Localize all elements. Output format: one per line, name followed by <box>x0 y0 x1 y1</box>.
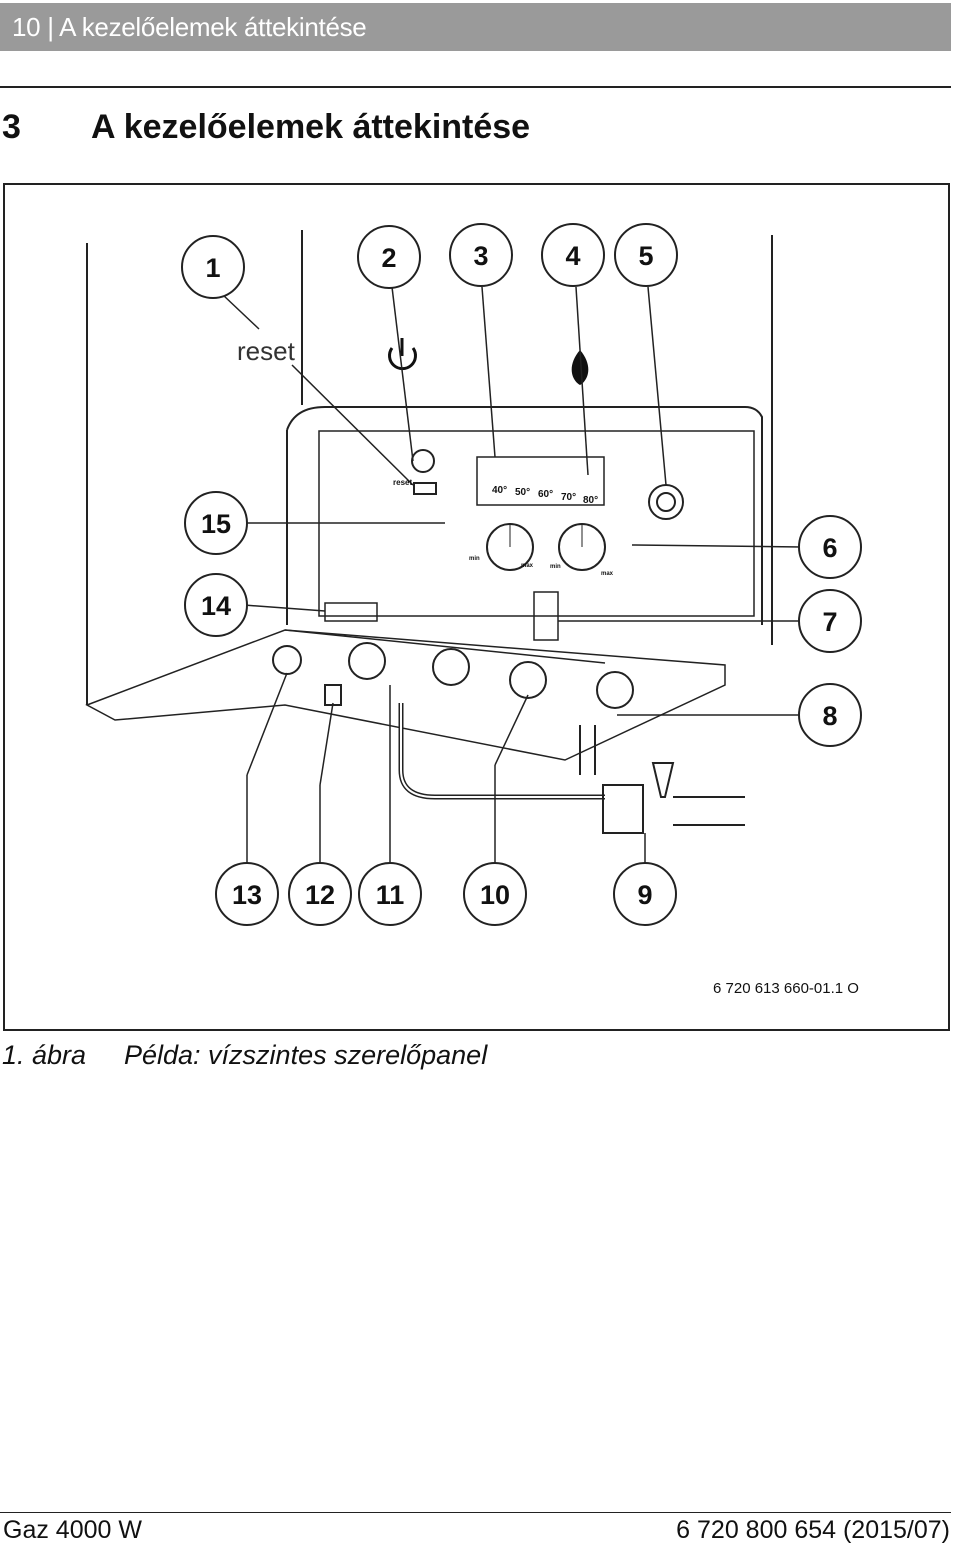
callout-9: 9 <box>637 880 652 910</box>
callout-15: 15 <box>201 509 231 539</box>
footer-doc-number: 6 720 800 654 (2015/07) <box>676 1516 950 1544</box>
caption-number: 1. ábra <box>2 1040 87 1070</box>
callout-14: 14 <box>201 591 231 621</box>
callout-5: 5 <box>638 241 653 271</box>
temp-label-50: 50° <box>515 487 530 498</box>
page-header-text: 10 | A kezelőelemek áttekintése <box>12 12 367 42</box>
callout-4: 4 <box>565 241 580 271</box>
footer-rule <box>0 1512 951 1513</box>
callout-13: 13 <box>232 880 262 910</box>
callout-11: 11 <box>376 880 405 910</box>
power-icon <box>388 338 417 371</box>
header-rule <box>0 86 951 88</box>
dhw-knob-max: max <box>601 571 614 577</box>
callout-3: 3 <box>473 241 488 271</box>
temp-label-60: 60° <box>538 489 553 500</box>
callout-6: 6 <box>822 533 837 563</box>
callout-12: 12 <box>305 880 335 910</box>
heating-knob-min: min <box>469 556 480 562</box>
panel-reset-label: reset <box>393 478 412 487</box>
temp-label-80: 80° <box>583 495 598 506</box>
section-number: 3 <box>2 108 21 146</box>
page-header: 10 | A kezelőelemek áttekintése <box>0 3 951 51</box>
temp-label-40: 40° <box>492 485 507 496</box>
caption-text: Példa: vízszintes szerelőpanel <box>124 1040 488 1070</box>
figure-frame: 1 2 3 4 5 6 7 8 9 10 11 12 13 14 15 rese… <box>3 183 950 1031</box>
callout-2: 2 <box>381 243 396 273</box>
callout-7: 7 <box>822 607 837 637</box>
heating-knob-max: max <box>521 563 534 569</box>
reset-label: reset <box>237 336 296 366</box>
dhw-knob-min: min <box>550 564 561 570</box>
figure-id: 6 720 613 660-01.1 O <box>713 980 859 997</box>
callout-8: 8 <box>822 701 837 731</box>
callout-10: 10 <box>480 880 510 910</box>
temp-label-70: 70° <box>561 492 576 503</box>
section-title-text: A kezelőelemek áttekintése <box>91 108 531 146</box>
footer-product: Gaz 4000 W <box>3 1516 142 1544</box>
flame-icon <box>571 350 589 385</box>
callout-1: 1 <box>205 253 220 283</box>
boiler-illustration: 1 2 3 4 5 6 7 8 9 10 11 12 13 14 15 rese… <box>85 223 862 997</box>
